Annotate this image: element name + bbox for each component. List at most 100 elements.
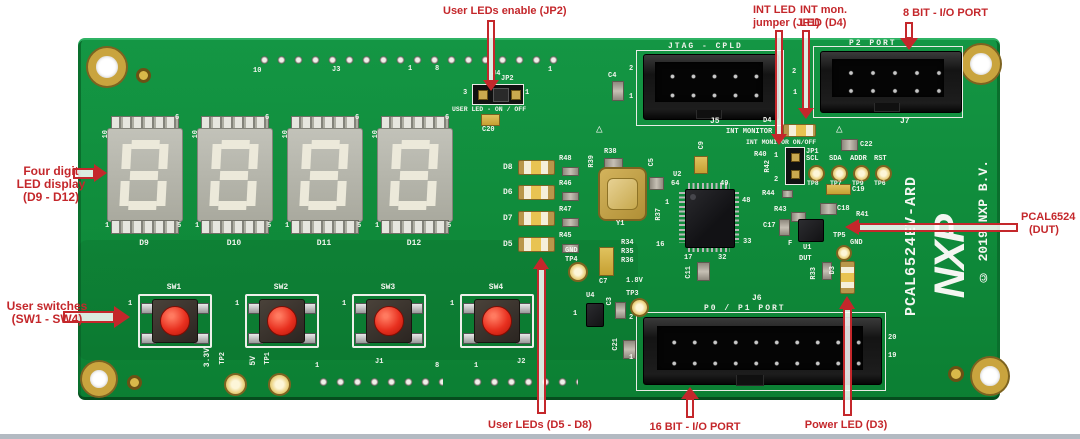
silk-j5-2: 2 [629,65,634,73]
c11-capacitor [697,262,710,281]
mounting-hole-top-right [962,45,1000,83]
annotation-switches-line2: (SW1 - SW4) [11,312,83,326]
silk-d7: D7 [503,214,513,223]
silk-10: 10 [253,67,262,75]
silk-scl: SCL [806,155,819,163]
silk-d5: D5 [503,240,513,249]
d10-pads-bottom [201,220,269,234]
u2-pins-top [688,183,730,190]
silk-c17: C17 [763,222,776,230]
silk-f: F [788,240,793,248]
silk-u2-48: 48 [742,197,751,205]
silk-tp7: TP7 [830,180,842,187]
c20-capacitor [481,114,500,126]
y1-inner-plate [607,178,638,210]
d10-pin6: 6 [265,114,270,122]
via-bottom-left [127,375,142,390]
d8-user-led [518,160,555,175]
silk-5v: 5V [249,356,258,366]
j7-silk-outline [813,46,963,118]
silk-d8: D8 [503,163,513,172]
silk-tp6: TP6 [874,180,886,187]
r44-resistor [782,190,793,198]
sw1-button [160,306,190,336]
r33-resistor [822,262,832,280]
8bit-arrowhead [900,38,918,50]
d4-int-monitor-led [783,124,816,137]
user-leds-arrow-shaft [537,268,546,414]
switch-sw2: SW2 1 [235,283,320,348]
annotation-int-led-line1: INT LED [753,4,796,16]
user-leds-arrowhead [533,257,549,269]
d11-pin6: 6 [355,114,360,122]
sw1-pin1: 1 [128,300,133,308]
silk-j6-1: 1 [629,354,634,362]
annotation-int-mon-line1: INT mon. [800,4,848,16]
sw3-silk-box [352,294,426,348]
switches-arrowhead [114,306,130,328]
c22-capacitor [841,139,858,151]
silk-j6-20: 20 [888,334,897,342]
display-d11: 6 10 1 5 D11 [282,114,363,252]
jp1-pin2 [791,170,800,179]
silk-j2: J2 [517,358,526,366]
silk-u4-1: 1 [573,310,578,318]
d12-digit [389,140,439,210]
int-led-jumper-arrowhead [771,134,787,145]
sw4-button [482,306,512,336]
power-led-arrow-shaft [843,308,852,416]
mounting-hole-top-left [88,48,126,86]
silk-c19: C19 [852,186,865,194]
power-led-arrowhead [839,296,855,309]
silk-c5: C5 [648,158,656,167]
r46-resistor [562,192,579,201]
annotation-int-led-jumper: INT LED jumper (JP1) [753,4,820,30]
mounting-hole-bottom-right [972,358,1008,394]
c18-capacitor [820,203,837,215]
silk-u2-49: 49 [720,180,729,188]
j5-notch [696,110,722,119]
annotation-display-line1: Four digit [23,164,79,178]
annotation-four-digit-display: Four digit LED display (D9 - D12) [8,165,94,204]
d10-pin5: 5 [267,222,272,230]
silk-r43: R43 [774,206,787,214]
silk-j3: J3 [332,66,341,74]
16bit-arrowhead [681,387,699,399]
silk-r38: R38 [604,148,617,156]
c9-capacitor [694,156,708,174]
silk-r33: R33 [810,267,818,280]
dut-arrowhead [845,219,859,235]
sw4-label: SW4 [488,283,504,292]
d12-pads-bottom [381,220,449,234]
u2-pins-left [679,192,686,243]
user-leds-enable-arrowhead [483,80,499,91]
u1-dut-chip [798,219,824,242]
int-mon-led-arrowhead [798,108,814,119]
display-d12: 6 10 1 5 D12 [372,114,453,252]
silk-int-monitor: INT MONITOR [726,128,773,136]
d5-user-led [518,237,555,252]
c4-capacitor [612,81,624,101]
silk-j5-1: 1 [629,93,634,101]
silk-8: 8 [435,65,440,73]
board-name-text: PCAL6524EV-ARD [903,176,920,317]
silk-r48: R48 [559,155,572,163]
d11-digit [299,140,349,210]
silk-j1-1: 1 [315,362,320,370]
u2-cpld-chip [679,183,739,252]
d12-label: D12 [406,239,422,248]
silk-jp2: JP2 [501,75,514,83]
d10-label: D10 [226,239,242,248]
silk-p2-port: P2 PORT [849,39,897,48]
tp9-testpoint [853,165,870,182]
silk-j4: J4 [492,70,501,78]
triangle-mark-left: △ [596,124,603,136]
silk-c21: C21 [612,338,620,351]
sw1-silk-box [138,294,212,348]
silk-j6-19: 19 [888,352,897,360]
sw4-pin1: 1 [450,300,455,308]
silk-r34: R34 [621,239,634,247]
silk-tp1: TP1 [264,352,272,365]
switch-sw3: SW3 1 [342,283,427,348]
annotation-dut-line2: (DUT) [1029,224,1059,236]
